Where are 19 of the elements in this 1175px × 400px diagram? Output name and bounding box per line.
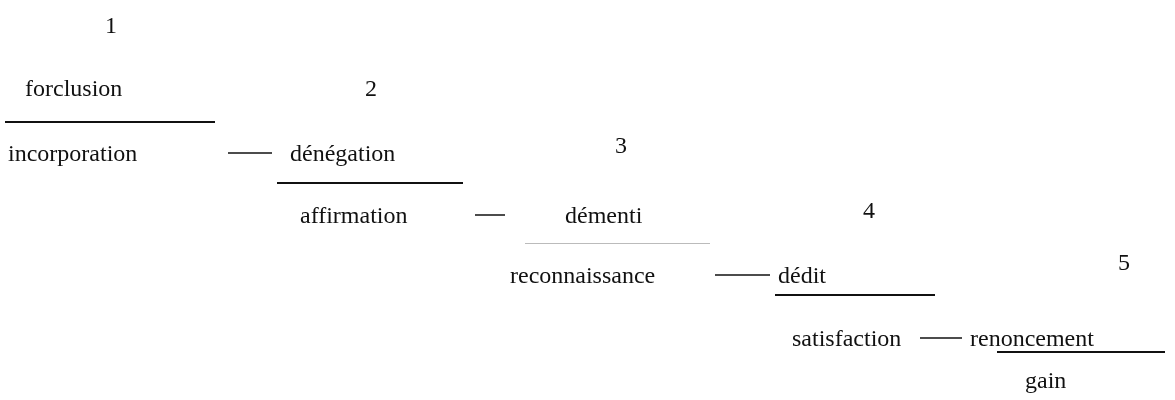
connector-dash <box>227 152 273 154</box>
connector-dash <box>714 274 771 276</box>
numerator-text: renoncement <box>970 324 1094 352</box>
step-number: 4 <box>863 196 875 224</box>
step-number: 5 <box>1118 248 1130 276</box>
connector-dash <box>474 214 506 216</box>
step-number: 1 <box>105 11 117 39</box>
denominator-text: incorporation <box>8 139 138 167</box>
connector-dash <box>919 337 963 339</box>
denominator-text: gain <box>1025 366 1067 394</box>
numerator-text: démenti <box>565 201 643 229</box>
numerator-text: dénégation <box>290 139 396 167</box>
step-number: 3 <box>615 131 627 159</box>
denominator-text: affirmation <box>300 201 408 229</box>
denominator-text: satisfaction <box>792 324 902 352</box>
numerator-text: forclusion <box>25 74 123 102</box>
denominator-text: reconnaissance <box>510 261 656 289</box>
step-number: 2 <box>365 74 377 102</box>
numerator-text: dédit <box>778 261 826 289</box>
